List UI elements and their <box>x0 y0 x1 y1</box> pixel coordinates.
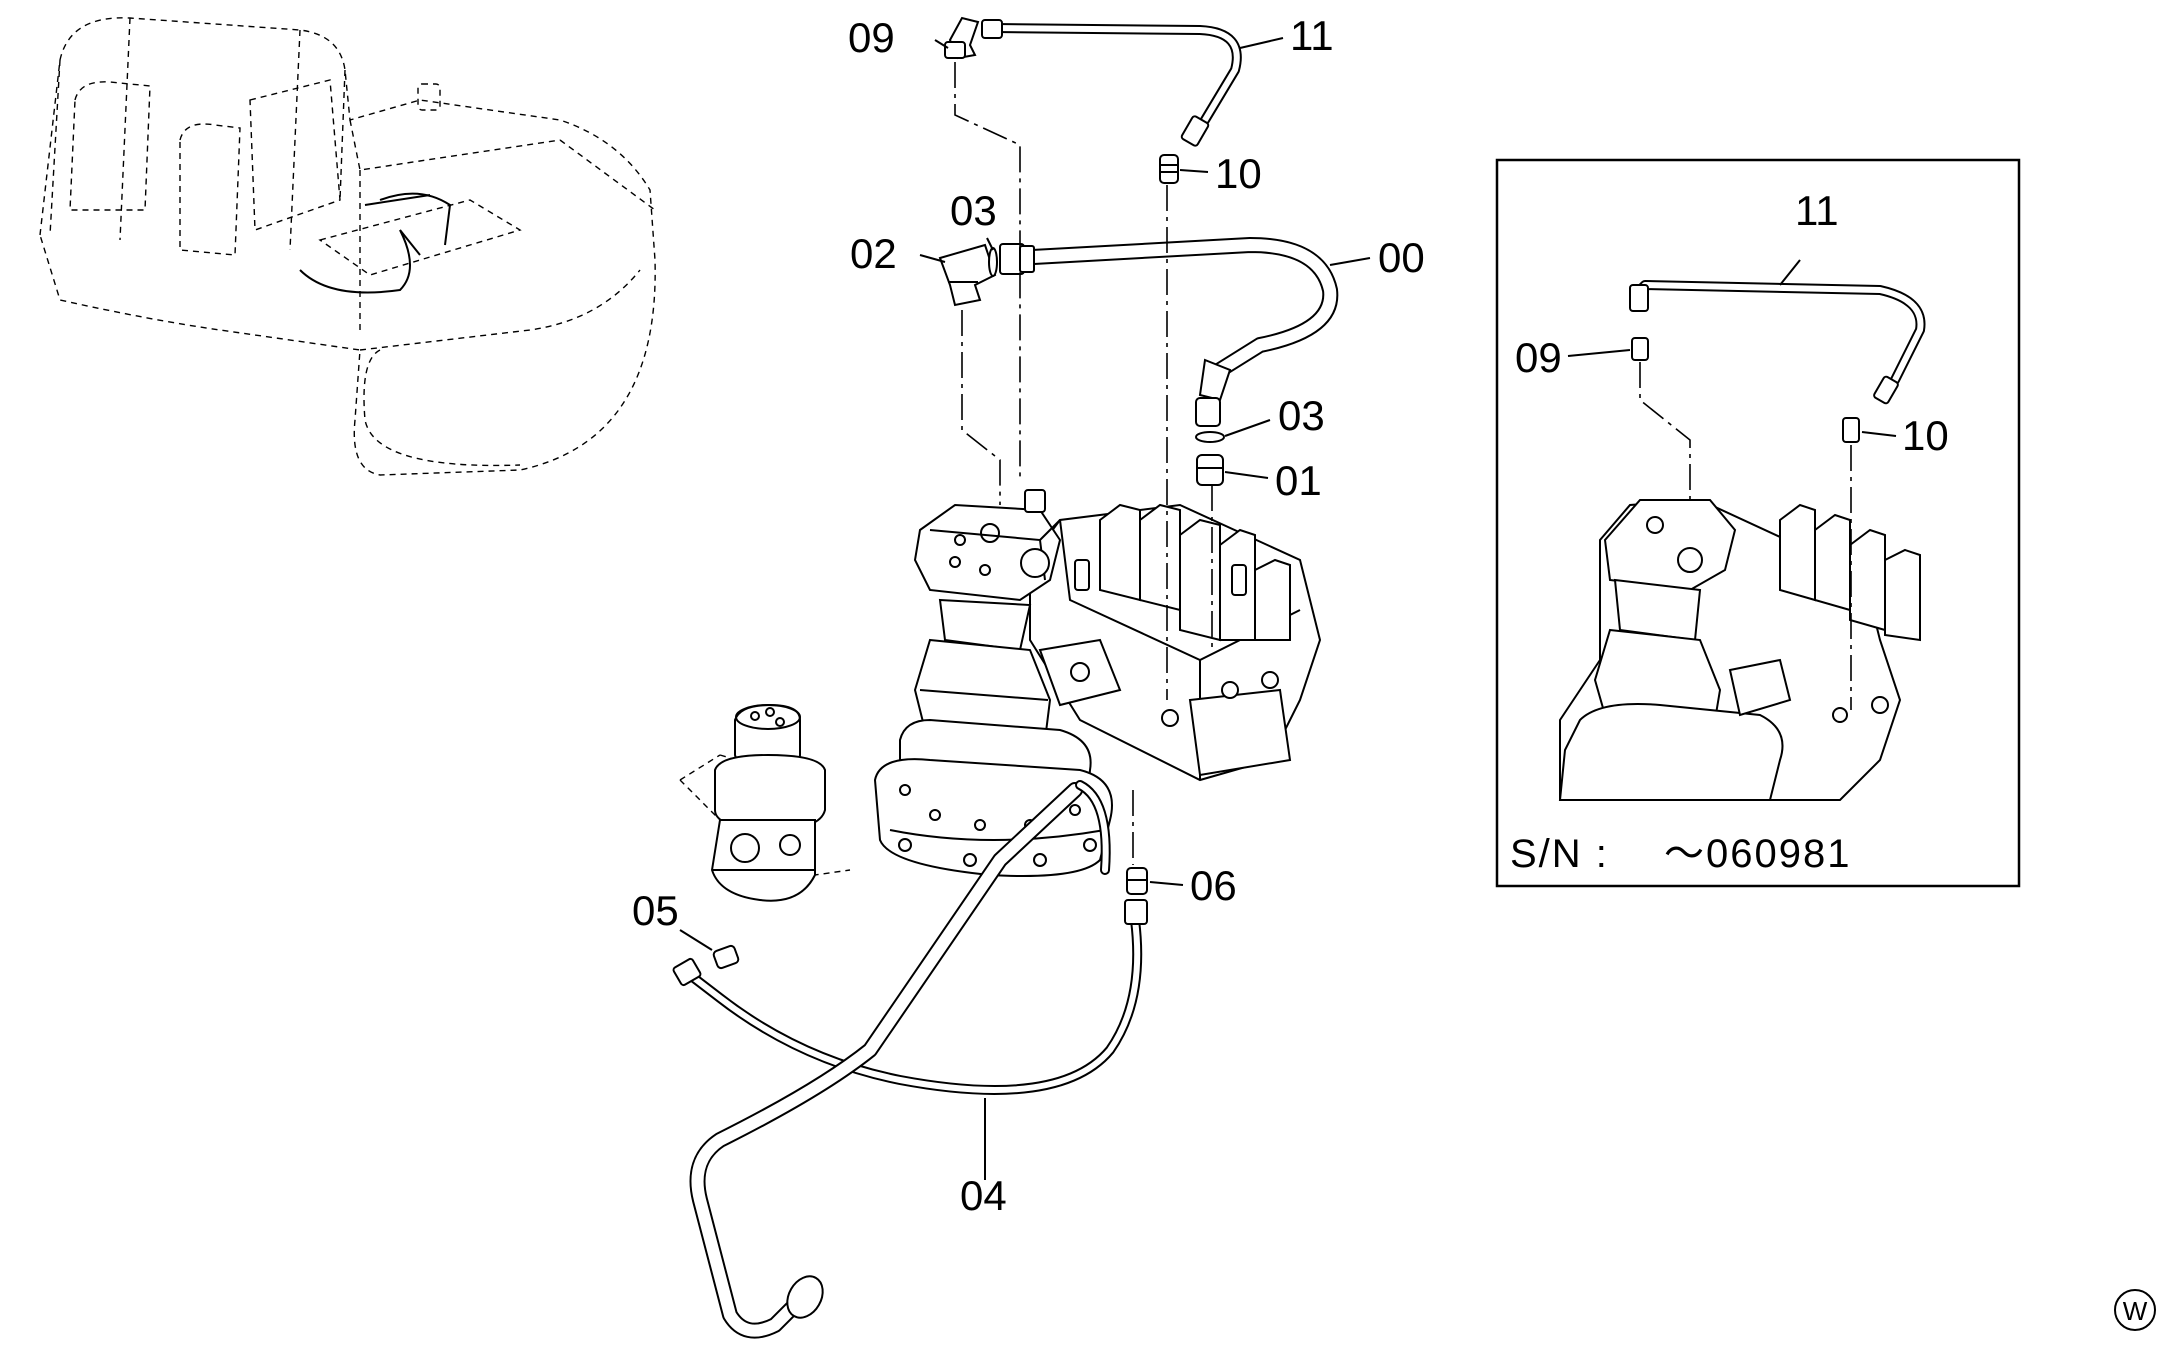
inset-assembly <box>1558 259 1926 801</box>
callout-11: 11 <box>1290 12 1334 59</box>
hose-04 <box>672 899 1148 1095</box>
serial-number-label: S/N : <box>1510 832 1609 876</box>
elbow-fitting-09 <box>944 16 980 60</box>
callout-03-bottom: 03 <box>1278 392 1325 439</box>
callout-00: 00 <box>1378 234 1425 281</box>
callout-05: 05 <box>632 887 679 934</box>
o-ring-03 <box>988 247 1225 443</box>
callout-10: 10 <box>1215 150 1262 197</box>
excavator-locator-icon <box>39 17 656 476</box>
inset-callout-11: 11 <box>1795 187 1839 234</box>
callout-01: 01 <box>1275 457 1322 504</box>
watermark-w-icon: W <box>2114 1289 2156 1331</box>
callout-03-top: 03 <box>950 187 997 234</box>
watermark-letter: W <box>2123 1296 2148 1326</box>
swing-motor-valve-assembly-icon <box>873 489 1322 877</box>
fitting-06 <box>1126 867 1148 895</box>
inset-callout-09: 09 <box>1515 334 1562 381</box>
center-joint-icon <box>679 703 851 902</box>
serial-number-value: ～060981 <box>1664 832 1851 876</box>
adapter-01 <box>1196 454 1224 486</box>
callout-04: 04 <box>960 1172 1007 1219</box>
leader-lines <box>679 37 1371 1180</box>
fitting-05 <box>712 944 740 970</box>
callout-02: 02 <box>850 230 897 277</box>
inset-callout-10: 10 <box>1902 412 1949 459</box>
hose-00 <box>999 237 1339 427</box>
adapter-fitting-10 <box>1159 154 1179 184</box>
callout-06: 06 <box>1190 862 1237 909</box>
callout-09: 09 <box>848 14 895 61</box>
elbow-fitting-02 <box>938 243 997 307</box>
drain-pipe <box>689 780 1111 1339</box>
hose-11 <box>981 19 1242 147</box>
